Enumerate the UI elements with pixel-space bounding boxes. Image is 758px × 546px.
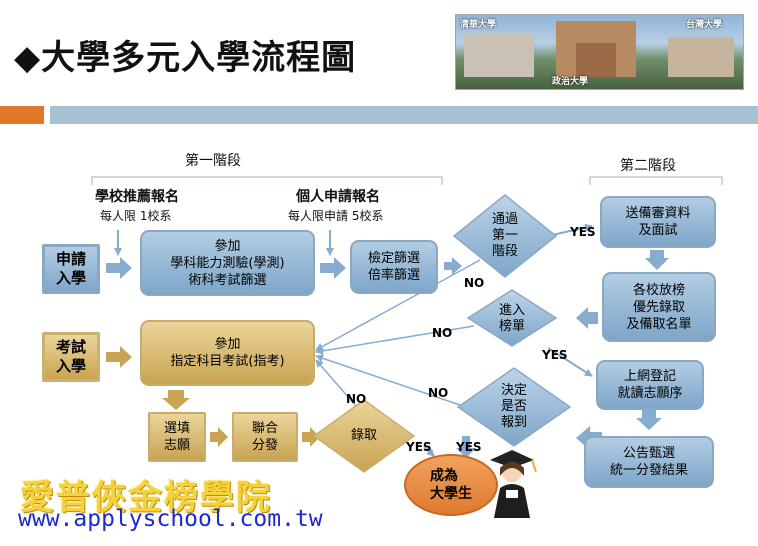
label-yes-admitted: YES (406, 440, 432, 454)
label-no-admitted: NO (346, 392, 367, 406)
box-publish: 各校放榜 優先錄取 及備取名單 (602, 272, 716, 342)
school-rec-title: 學校推薦報名 (95, 189, 179, 205)
block-arrow (444, 257, 462, 275)
personal-title: 個人申請報名 (296, 189, 380, 205)
photo-label-tsinghua: 清華大學 (460, 20, 497, 30)
box-announce: 公告甄選 統一分發結果 (584, 436, 714, 488)
arrow-yes-to-register (547, 347, 593, 377)
personal-note: 每人限申請 5校系 (288, 209, 384, 223)
box-joint-dist: 聯合 分發 (232, 412, 298, 462)
block-arrow-gold (302, 427, 320, 447)
brand-url-link[interactable]: www.applyschool.com.tw (18, 506, 323, 532)
photo-label-nccu: 政治大學 (552, 77, 589, 87)
badge-exam: 考試 入學 (42, 332, 100, 382)
stage-second-label: 第二階段 (620, 158, 676, 174)
box-attend-ast: 參加 指定科目考試(指考) (140, 320, 315, 386)
box-fill-choice: 選填 志願 (148, 412, 206, 462)
decision-pass-first: 通過 第一 階段 (491, 212, 518, 259)
block-arrow-gold (106, 346, 132, 368)
block-arrow (636, 408, 662, 430)
badge-apply: 申請 入學 (42, 244, 100, 294)
label-yes-pass: YES (570, 225, 596, 239)
brand-logo-text: 愛普俠金榜學院 (20, 478, 272, 518)
campus-photo: 清華大學 台灣大學 政治大學 (455, 14, 744, 90)
decision-decide: 決定 是否 報到 (500, 383, 527, 430)
box-attend-gsat: 參加 學科能力測驗(學測) 術科考試篩選 (140, 230, 315, 296)
box-submit-docs: 送備審資料 及面試 (600, 196, 716, 248)
building-shape (464, 33, 534, 77)
label-yes-list: YES (542, 348, 568, 362)
arrow-yes-become (423, 445, 435, 457)
block-arrow (645, 250, 669, 270)
building-shape (668, 37, 734, 77)
arrow-no-pass (315, 259, 481, 351)
graduate-figure-icon (490, 450, 537, 518)
block-arrow (320, 257, 346, 279)
decision-admitted: 錄取 (350, 428, 377, 443)
terminal-become-student: 成為 大學生 (404, 454, 498, 516)
arrow-no-decide (315, 354, 461, 406)
stage-bracket-first (91, 176, 443, 185)
block-arrow-gold (162, 390, 190, 410)
decision-admitted-shape (312, 399, 416, 473)
label-no-pass: NO (464, 276, 485, 290)
accent-bar-orange (0, 106, 44, 124)
label-no-list: NO (432, 326, 453, 340)
decision-on-list-shape (466, 289, 558, 347)
decision-decide-shape (456, 367, 572, 447)
page-title: ◆大學多元入學流程圖 (14, 38, 357, 78)
school-rec-note: 每人限 1校系 (100, 209, 172, 223)
decision-pass-first-shape (452, 194, 558, 278)
block-arrow (456, 436, 476, 458)
block-arrow-gold (210, 427, 228, 447)
block-arrow (106, 257, 132, 279)
stage-bracket-second (589, 176, 723, 185)
box-register: 上網登記 就讀志願序 (596, 360, 704, 410)
arrow-yes-to-docs (547, 223, 593, 237)
label-no-decide: NO (428, 386, 449, 400)
stage-first-label: 第一階段 (185, 153, 241, 169)
accent-bar-blue (50, 106, 758, 124)
arrow-no-list (315, 325, 475, 355)
box-screening: 檢定篩選 倍率篩選 (350, 240, 438, 294)
label-yes-decide: YES (456, 440, 482, 454)
block-arrow (576, 307, 598, 329)
building-shape (576, 43, 616, 77)
decision-on-list: 進入 榜單 (498, 303, 525, 334)
arrow-no-admitted (315, 359, 357, 407)
photo-label-ntu: 台灣大學 (686, 20, 723, 30)
